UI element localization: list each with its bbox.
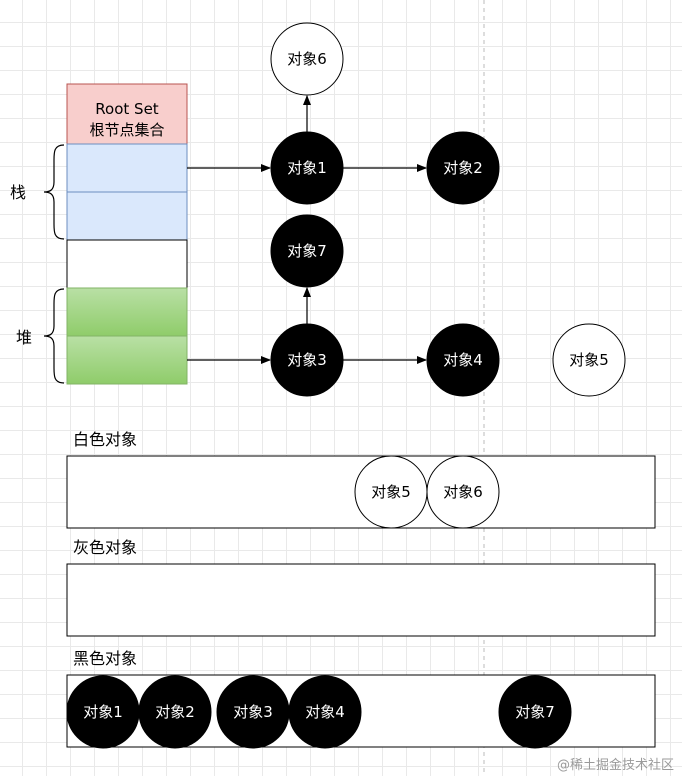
white-item-label: 对象5 (371, 483, 411, 501)
node-obj7-label: 对象7 (287, 242, 327, 260)
root-set-label-1: Root Set (95, 100, 159, 118)
node-obj4-label: 对象4 (443, 351, 483, 369)
stack-brace (43, 144, 65, 240)
stack-cell-2 (66, 191, 188, 241)
node-obj7: 对象7 (270, 214, 344, 288)
black-section-title: 黑色对象 (73, 649, 137, 668)
black-item-obj3: 对象3 (216, 675, 290, 749)
black-item-label: 对象2 (155, 703, 195, 721)
node-obj3-label: 对象3 (287, 351, 327, 369)
gray-section-box (66, 563, 656, 637)
node-obj2: 对象2 (426, 131, 500, 205)
node-obj5: 对象5 (552, 323, 626, 397)
node-obj1: 对象1 (270, 131, 344, 205)
node-obj1-label: 对象1 (287, 159, 327, 177)
stack-cell-1 (66, 143, 188, 193)
white-item-obj5: 对象5 (354, 455, 428, 529)
node-obj2-label: 对象2 (443, 159, 483, 177)
heap-label: 堆 (16, 328, 32, 347)
black-item-label: 对象4 (305, 703, 345, 721)
white-section-title: 白色对象 (73, 430, 137, 449)
black-item-obj2: 对象2 (138, 675, 212, 749)
black-item-obj7: 对象7 (498, 675, 572, 749)
node-obj6-label: 对象6 (287, 50, 327, 68)
heap-cell-1 (66, 287, 188, 337)
gray-section-title: 灰色对象 (73, 538, 137, 557)
white-item-obj6: 对象6 (426, 455, 500, 529)
node-obj6: 对象6 (270, 22, 344, 96)
watermark: @稀土掘金技术社区 (557, 757, 674, 773)
black-item-label: 对象7 (515, 703, 555, 721)
heap-brace (43, 288, 65, 384)
node-obj4: 对象4 (426, 323, 500, 397)
node-obj5-label: 对象5 (569, 351, 609, 369)
root-set-label-2: 根节点集合 (89, 121, 164, 139)
heap-cell-2 (66, 335, 188, 385)
node-obj3: 对象3 (270, 323, 344, 397)
black-item-label: 对象1 (83, 703, 123, 721)
black-item-obj4: 对象4 (288, 675, 362, 749)
white-item-label: 对象6 (443, 483, 483, 501)
stack-label: 栈 (10, 183, 26, 202)
black-item-label: 对象3 (233, 703, 273, 721)
black-item-obj1: 对象1 (66, 675, 140, 749)
empty-cell (66, 239, 188, 289)
